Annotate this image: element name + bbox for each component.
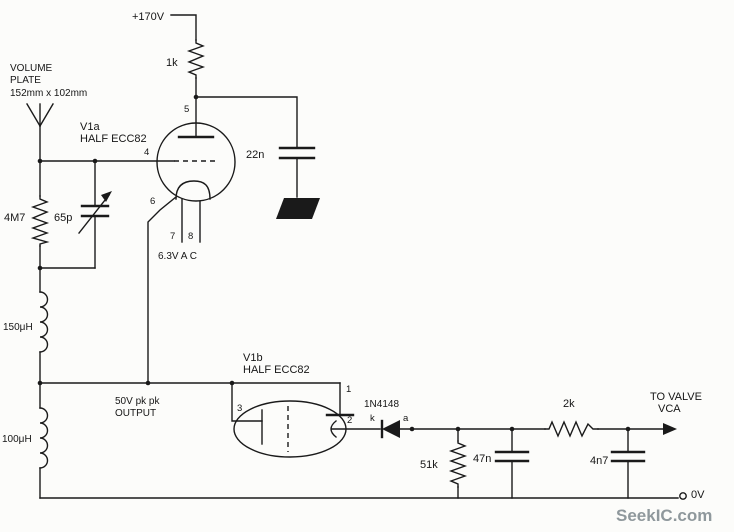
label-supply: +170V — [132, 11, 165, 23]
label-diode-k: k — [370, 413, 375, 424]
inductor-150uh — [39, 291, 49, 353]
label-pin8: 8 — [188, 231, 193, 242]
label-150uh: 150μH — [3, 322, 33, 333]
label-0v: 0V — [691, 489, 705, 501]
resistor-2k — [544, 420, 664, 438]
label-4m7: 4M7 — [4, 212, 25, 224]
label-diode: 1N4148 — [364, 399, 399, 410]
tube-v1b — [233, 382, 381, 458]
label-plate: PLATE — [10, 75, 41, 86]
capacitor-4n7 — [610, 428, 646, 499]
capacitor-22n — [195, 96, 316, 198]
label-pin7: 7 — [170, 231, 175, 242]
diode-1n4148 — [380, 419, 546, 439]
label-heater: 6.3V A C — [158, 251, 197, 262]
tube-v1b-envelope — [233, 400, 347, 458]
label-pin3: 3 — [237, 403, 242, 414]
label-volume: VOLUME — [10, 63, 53, 74]
label-v1b-type: HALF ECC82 — [243, 364, 310, 376]
resistor-1k — [186, 39, 206, 79]
ground-symbol — [276, 198, 320, 219]
label-v1b: V1b — [243, 352, 263, 364]
watermark: SeekIC.com — [616, 506, 712, 525]
label-to-valve: TO VALVE — [650, 391, 702, 403]
diode-triangle — [382, 420, 400, 438]
capacitor-65p — [39, 160, 112, 269]
power-rail — [170, 14, 206, 124]
v1b-grid-wire — [231, 382, 263, 422]
label-v1a-type: HALF ECC82 — [80, 133, 147, 145]
label-22n: 22n — [246, 149, 264, 161]
label-47n: 47n — [473, 453, 491, 465]
antenna-volume-plate — [26, 103, 54, 162]
label-2k: 2k — [563, 398, 575, 410]
junction-dots — [37, 94, 631, 432]
tube-v1a — [147, 122, 236, 384]
label-pin5: 5 — [184, 104, 189, 115]
inductor-100uh — [39, 407, 49, 499]
v1b-cathode — [330, 420, 337, 438]
label-pin2: 2 — [347, 415, 352, 426]
label-output2: OUTPUT — [115, 408, 156, 419]
label-diode-a: a — [403, 413, 409, 424]
zero-volt-rail — [39, 492, 687, 500]
label-100uh: 100μH — [2, 434, 32, 445]
label-resistor-1k: 1k — [166, 57, 178, 69]
label-4n7: 4n7 — [590, 455, 608, 467]
label-pin4: 4 — [144, 147, 149, 158]
v1a-cathode-wire — [147, 196, 177, 384]
label-pin1: 1 — [346, 384, 351, 395]
output-arrow — [663, 423, 677, 435]
v1a-cathode — [175, 180, 211, 200]
label-65p: 65p — [54, 212, 72, 224]
label-vca: VCA — [658, 403, 681, 415]
resistor-4m7 — [30, 160, 50, 293]
label-pin6: 6 — [150, 196, 155, 207]
label-51k: 51k — [420, 459, 438, 471]
variable-arrow — [78, 194, 110, 234]
label-output1: 50V pk pk — [115, 396, 160, 407]
terminal-circle — [679, 492, 687, 500]
resistor-51k — [448, 428, 468, 499]
label-plate-size: 152mm x 102mm — [10, 88, 87, 99]
capacitor-47n — [494, 428, 530, 499]
label-v1a: V1a — [80, 121, 100, 133]
